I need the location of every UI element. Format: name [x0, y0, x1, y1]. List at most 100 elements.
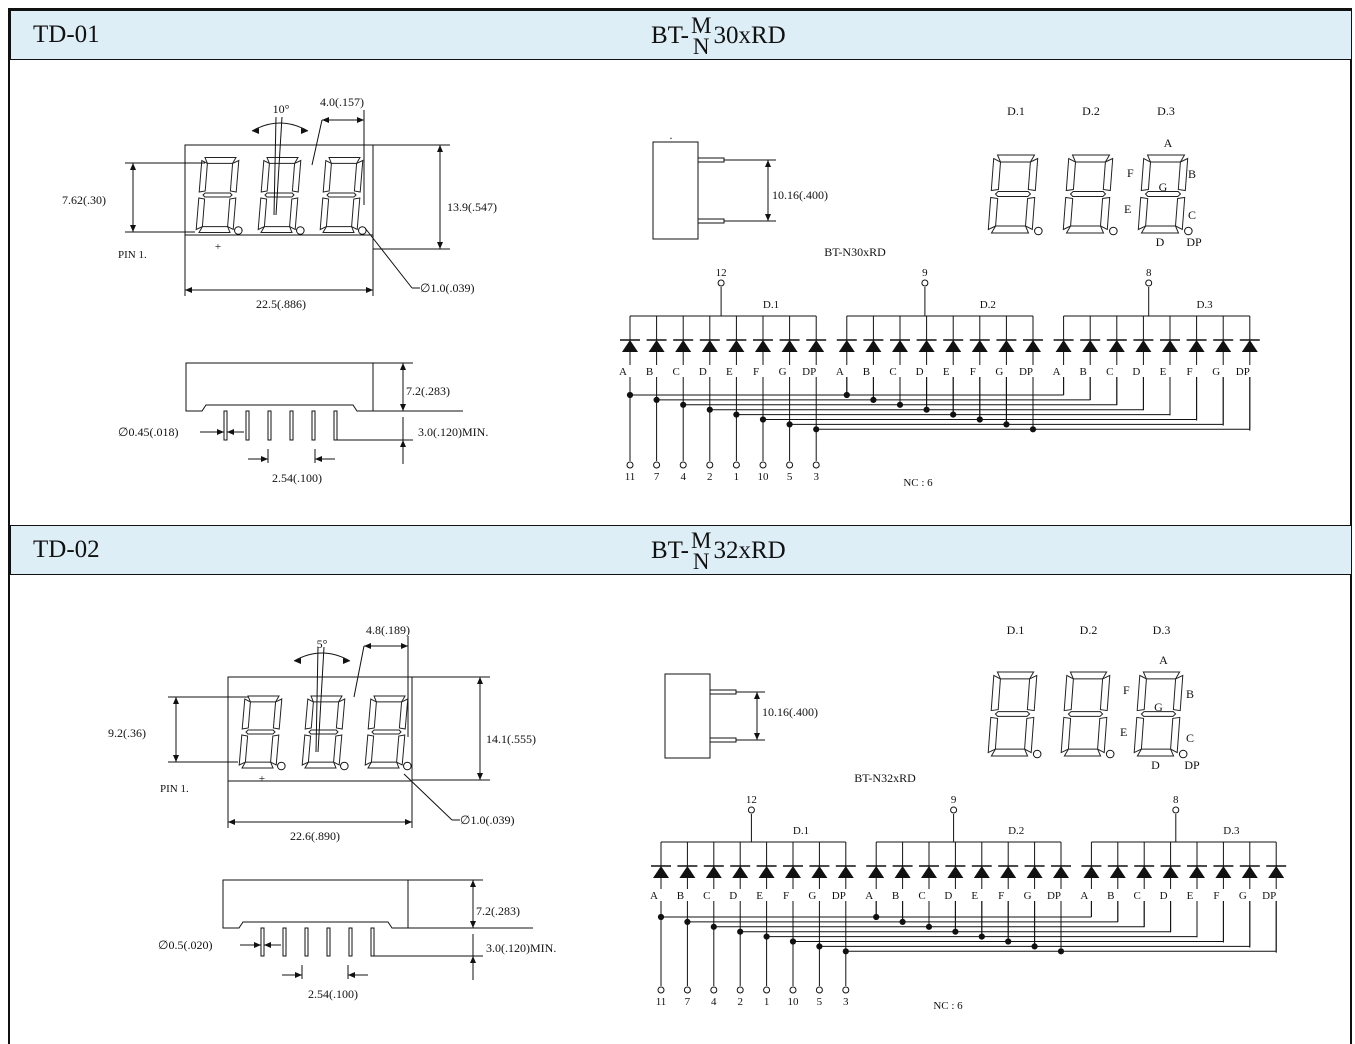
segment-c-label: C: [1186, 731, 1194, 745]
segment-label: D: [944, 890, 952, 902]
segment-label: C: [673, 366, 680, 378]
segment-label: B: [863, 366, 870, 378]
arrow-head: [185, 287, 192, 293]
arrow-head: [477, 677, 483, 684]
segment: [229, 159, 240, 193]
segment: [1060, 716, 1072, 754]
section-header-td01: TD-01 BT- M N 30xRD: [10, 10, 1352, 60]
line: [403, 773, 453, 821]
junction-dot: [870, 396, 877, 403]
arrow-head: [400, 404, 406, 411]
led-diode: [622, 340, 638, 352]
arrow-head: [130, 225, 136, 232]
outline: [227, 676, 413, 782]
arrow-head: [357, 117, 364, 123]
segment-pin-label: 4: [711, 996, 717, 1008]
segment-label: F: [998, 890, 1004, 902]
pin: [311, 410, 316, 441]
segment-label: C: [918, 890, 925, 902]
led-diode: [838, 340, 855, 352]
junction-dot: [923, 406, 930, 413]
pin: [333, 410, 338, 441]
side-height-label: 7.2(.283): [476, 904, 520, 918]
segment-e-label: E: [1124, 202, 1131, 216]
segment-pin-label: 11: [656, 996, 667, 1008]
segment-label: A: [836, 366, 844, 378]
arrow-head: [470, 921, 476, 928]
segment: [1146, 154, 1186, 163]
segment-label: DP: [1236, 366, 1250, 378]
digit-position-label: D.2: [1082, 104, 1100, 118]
pin: [370, 927, 375, 957]
digit-position-label: D.2: [1080, 623, 1098, 637]
segment: [990, 157, 1002, 192]
junction-dot: [896, 401, 904, 408]
digit-position-label: D.1: [1007, 104, 1025, 118]
segment: [270, 734, 280, 766]
line: [315, 646, 319, 753]
segment-label: D: [699, 366, 707, 378]
led-diode: [808, 340, 825, 352]
led-diode: [1268, 866, 1285, 878]
segment-g-label: G: [1154, 700, 1163, 714]
junction-dot: [976, 416, 983, 423]
led-diode: [1215, 866, 1232, 878]
segment: [326, 192, 357, 198]
schematic-title: BT-N32xRD: [854, 771, 916, 785]
digit-position-label: D.3: [1157, 104, 1175, 118]
led-diode: [1082, 340, 1099, 352]
segment-pin-label: 1: [734, 471, 740, 483]
led-diode: [1215, 340, 1232, 352]
segment-label: G: [1212, 366, 1220, 378]
segment: [310, 695, 343, 703]
segment-label: A: [619, 366, 627, 378]
junction-dot: [978, 933, 985, 940]
segment: [367, 698, 377, 730]
led-diode: [1135, 340, 1152, 352]
led-diode: [1162, 340, 1178, 352]
segment: [1170, 716, 1181, 754]
pin-diameter-label: ∅0.45(.018): [118, 425, 178, 439]
profile-view-1: 10.16(.400): [664, 673, 818, 759]
segment: [1065, 225, 1105, 234]
segment-pin: [812, 461, 820, 469]
segment-label: A: [650, 890, 658, 902]
profile-view-0: 10.16(.400).: [652, 128, 828, 240]
decimal-point: [1178, 749, 1188, 759]
segment-pin-label: 10: [758, 471, 770, 483]
side-height-label: 7.2(.283): [406, 384, 450, 398]
segment-pin: [736, 986, 744, 994]
hole-label: ∅1.0(.039): [460, 813, 514, 827]
arrow-head: [405, 819, 412, 825]
segment-label: B: [892, 890, 899, 902]
pin: [348, 927, 353, 957]
outline: [184, 144, 374, 236]
segment: [987, 716, 999, 754]
common-pin-label: 8: [1173, 794, 1179, 806]
segment-label: B: [646, 366, 653, 378]
led-diode: [679, 866, 696, 878]
line: [275, 116, 283, 216]
decimal-point: [1184, 226, 1193, 236]
led-diode: [865, 340, 882, 352]
led-diode: [1189, 866, 1205, 878]
segment: [335, 698, 346, 730]
arrow-head: [754, 692, 760, 699]
arrow-head: [228, 819, 235, 825]
segment-pin: [626, 461, 634, 469]
led-diode: [921, 866, 937, 878]
junction-dot: [950, 411, 957, 418]
nc-label: NC : 6: [933, 1000, 963, 1012]
decimal-point: [1034, 226, 1043, 236]
arrow-head: [315, 456, 322, 462]
arrow-head: [366, 287, 373, 293]
segment: [1177, 157, 1189, 192]
led-diode: [1136, 866, 1153, 878]
common-pin-label: 12: [716, 267, 727, 279]
segment: [1142, 671, 1181, 680]
segment-label: E: [1187, 890, 1194, 902]
segment: [308, 729, 339, 735]
segment-label: F: [1187, 366, 1193, 378]
nc-label: NC : 6: [903, 477, 933, 489]
